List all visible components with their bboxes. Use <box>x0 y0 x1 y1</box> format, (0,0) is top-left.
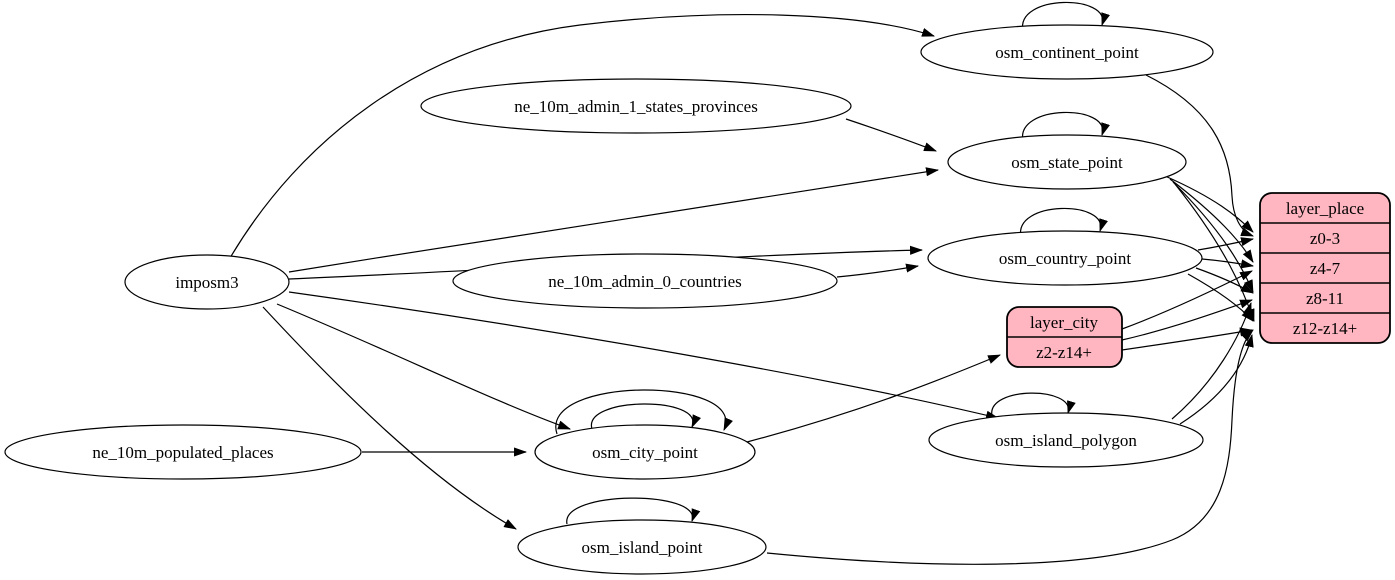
selfloop-island-polygon <box>991 392 1076 417</box>
node-ne-10m-admin-1-states-provinces: ne_10m_admin_1_states_provinces <box>420 78 852 134</box>
osm-city-label: osm_city_point <box>592 443 698 462</box>
node-osm-country-point: osm_country_point <box>927 230 1203 286</box>
layer-place-row-z0-3: z0-3 <box>1310 229 1340 248</box>
node-osm-state-point: osm_state_point <box>947 134 1187 190</box>
osm-island-polygon-label: osm_island_polygon <box>995 431 1137 450</box>
osm-country-shape <box>927 230 1203 286</box>
edge-layer-city-z4-7 <box>1121 270 1253 330</box>
edge-imposm3-island-polygon <box>288 291 1000 420</box>
edge-state-z4-7 <box>1169 178 1254 263</box>
edge-island-point-z12-z14 <box>766 329 1254 565</box>
edge-country-z4-7 <box>1201 258 1255 269</box>
node-osm-island-point: osm_island_point <box>517 519 767 575</box>
edge-country-z0-3 <box>1197 237 1255 251</box>
osm-island-point-shape <box>517 519 767 575</box>
osm-city-shape <box>534 424 756 480</box>
ne-populated-shape <box>4 424 362 480</box>
edge-imposm3-city <box>276 303 571 430</box>
edge-city-layer-city <box>746 354 1001 443</box>
edge-ne-admin0-country <box>836 263 920 278</box>
edge-imposm3-continent <box>229 14 935 259</box>
selfloop-continent <box>1022 1 1110 32</box>
imposm3-label: imposm3 <box>175 273 238 292</box>
selfloop-country <box>1020 207 1108 238</box>
osm-continent-shape <box>920 24 1214 80</box>
edge-continent-z0-3 <box>1145 74 1254 237</box>
imposm3-shape <box>124 254 290 310</box>
record-layer-place: layer_place z0-3 z4-7 z8-11 z12-z14+ <box>1259 192 1391 344</box>
layer-place-box <box>1259 192 1391 344</box>
ne-admin1-shape <box>420 78 852 134</box>
layer-place-row-z8-11: z8-11 <box>1306 289 1344 308</box>
edge-island-polygon-z12-z14 <box>1179 333 1254 425</box>
edge-country-z12-z14 <box>1187 273 1254 322</box>
edge-layer-city-z12-z14 <box>1121 327 1254 351</box>
edge-state-z0-3 <box>1164 175 1254 233</box>
layer-city-title: layer_city <box>1030 313 1098 332</box>
ne-populated-label: ne_10m_populated_places <box>92 443 273 462</box>
node-osm-city-point: osm_city_point <box>534 424 756 480</box>
osm-state-shape <box>947 134 1187 190</box>
record-layer-city: layer_city z2-z14+ <box>1006 306 1123 368</box>
osm-country-label: osm_country_point <box>999 249 1131 268</box>
layer-place-row-z4-7: z4-7 <box>1310 259 1341 278</box>
selfloop-state <box>1022 111 1110 142</box>
osm-island-point-label: osm_island_point <box>582 538 703 557</box>
selfloop-city-outer <box>555 389 733 435</box>
osm-state-label: osm_state_point <box>1011 153 1123 172</box>
layer-place-title: layer_place <box>1286 199 1364 218</box>
edge-state-z8-11 <box>1172 181 1254 293</box>
osm-island-polygon-shape <box>928 412 1204 468</box>
edge-imposm3-island-point <box>262 306 517 530</box>
node-ne-10m-admin-0-countries: ne_10m_admin_0_countries <box>452 253 838 309</box>
edge-ne-admin1-state <box>845 118 937 152</box>
node-osm-island-polygon: osm_island_polygon <box>928 412 1204 468</box>
edge-group <box>229 1 1255 565</box>
ne-admin0-label: ne_10m_admin_0_countries <box>548 272 742 291</box>
selfloop-island-point <box>566 497 701 525</box>
ne-admin0-shape <box>452 253 838 309</box>
layer-place-row-z12-z14: z12-z14+ <box>1293 319 1357 338</box>
edge-layer-city-z8-11 <box>1121 299 1253 341</box>
node-imposm3: imposm3 <box>124 254 290 310</box>
edge-island-polygon-z8-11 <box>1171 302 1252 420</box>
layer-city-row-z2-z14: z2-z14+ <box>1036 343 1092 362</box>
node-osm-continent-point: osm_continent_point <box>920 24 1214 80</box>
osm-continent-label: osm_continent_point <box>995 43 1139 62</box>
edge-country-z8-11 <box>1195 267 1254 294</box>
selfloop-city-inner <box>591 403 702 430</box>
ne-admin1-label: ne_10m_admin_1_states_provinces <box>514 97 758 116</box>
node-ne-10m-populated-places: ne_10m_populated_places <box>4 424 362 480</box>
